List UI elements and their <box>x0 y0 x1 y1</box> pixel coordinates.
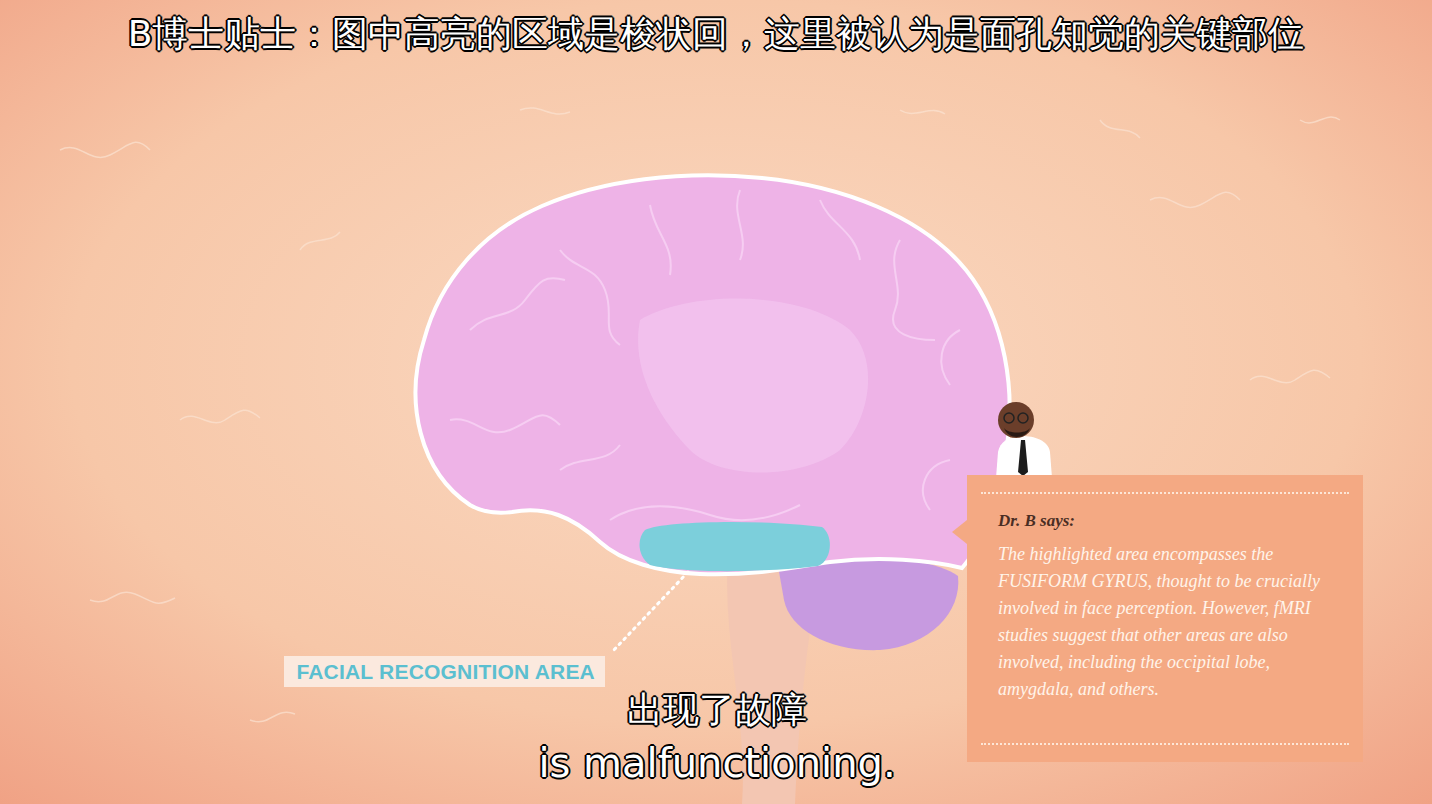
dotted-rule <box>981 743 1349 745</box>
callout-box: Dr. B says: The highlighted area encompas… <box>967 475 1363 762</box>
brain-outline <box>416 175 1010 574</box>
subtitle-chinese: 出现了故障 <box>627 686 807 735</box>
dr-b-figure <box>996 402 1052 478</box>
callout-pointer <box>952 520 967 544</box>
subtitle-english: is malfunctioning. <box>538 740 895 786</box>
sulci <box>450 190 960 520</box>
subtitle-top: B博士贴士：图中高亮的区域是梭状回，这里被认为是面孔知觉的关键部位 <box>128 10 1305 59</box>
fusiform-highlight <box>640 522 830 571</box>
leader-line <box>612 572 688 652</box>
area-label: FACIAL RECOGNITION AREA <box>296 660 595 684</box>
texture-lines <box>60 108 1340 722</box>
inner-brain <box>638 299 868 473</box>
cerebellum <box>778 557 958 651</box>
callout-body: The highlighted area encompasses the FUS… <box>998 541 1337 703</box>
callout-heading: Dr. B says: <box>998 511 1337 531</box>
area-label-box: FACIAL RECOGNITION AREA <box>284 656 605 687</box>
dotted-rule <box>981 492 1349 494</box>
